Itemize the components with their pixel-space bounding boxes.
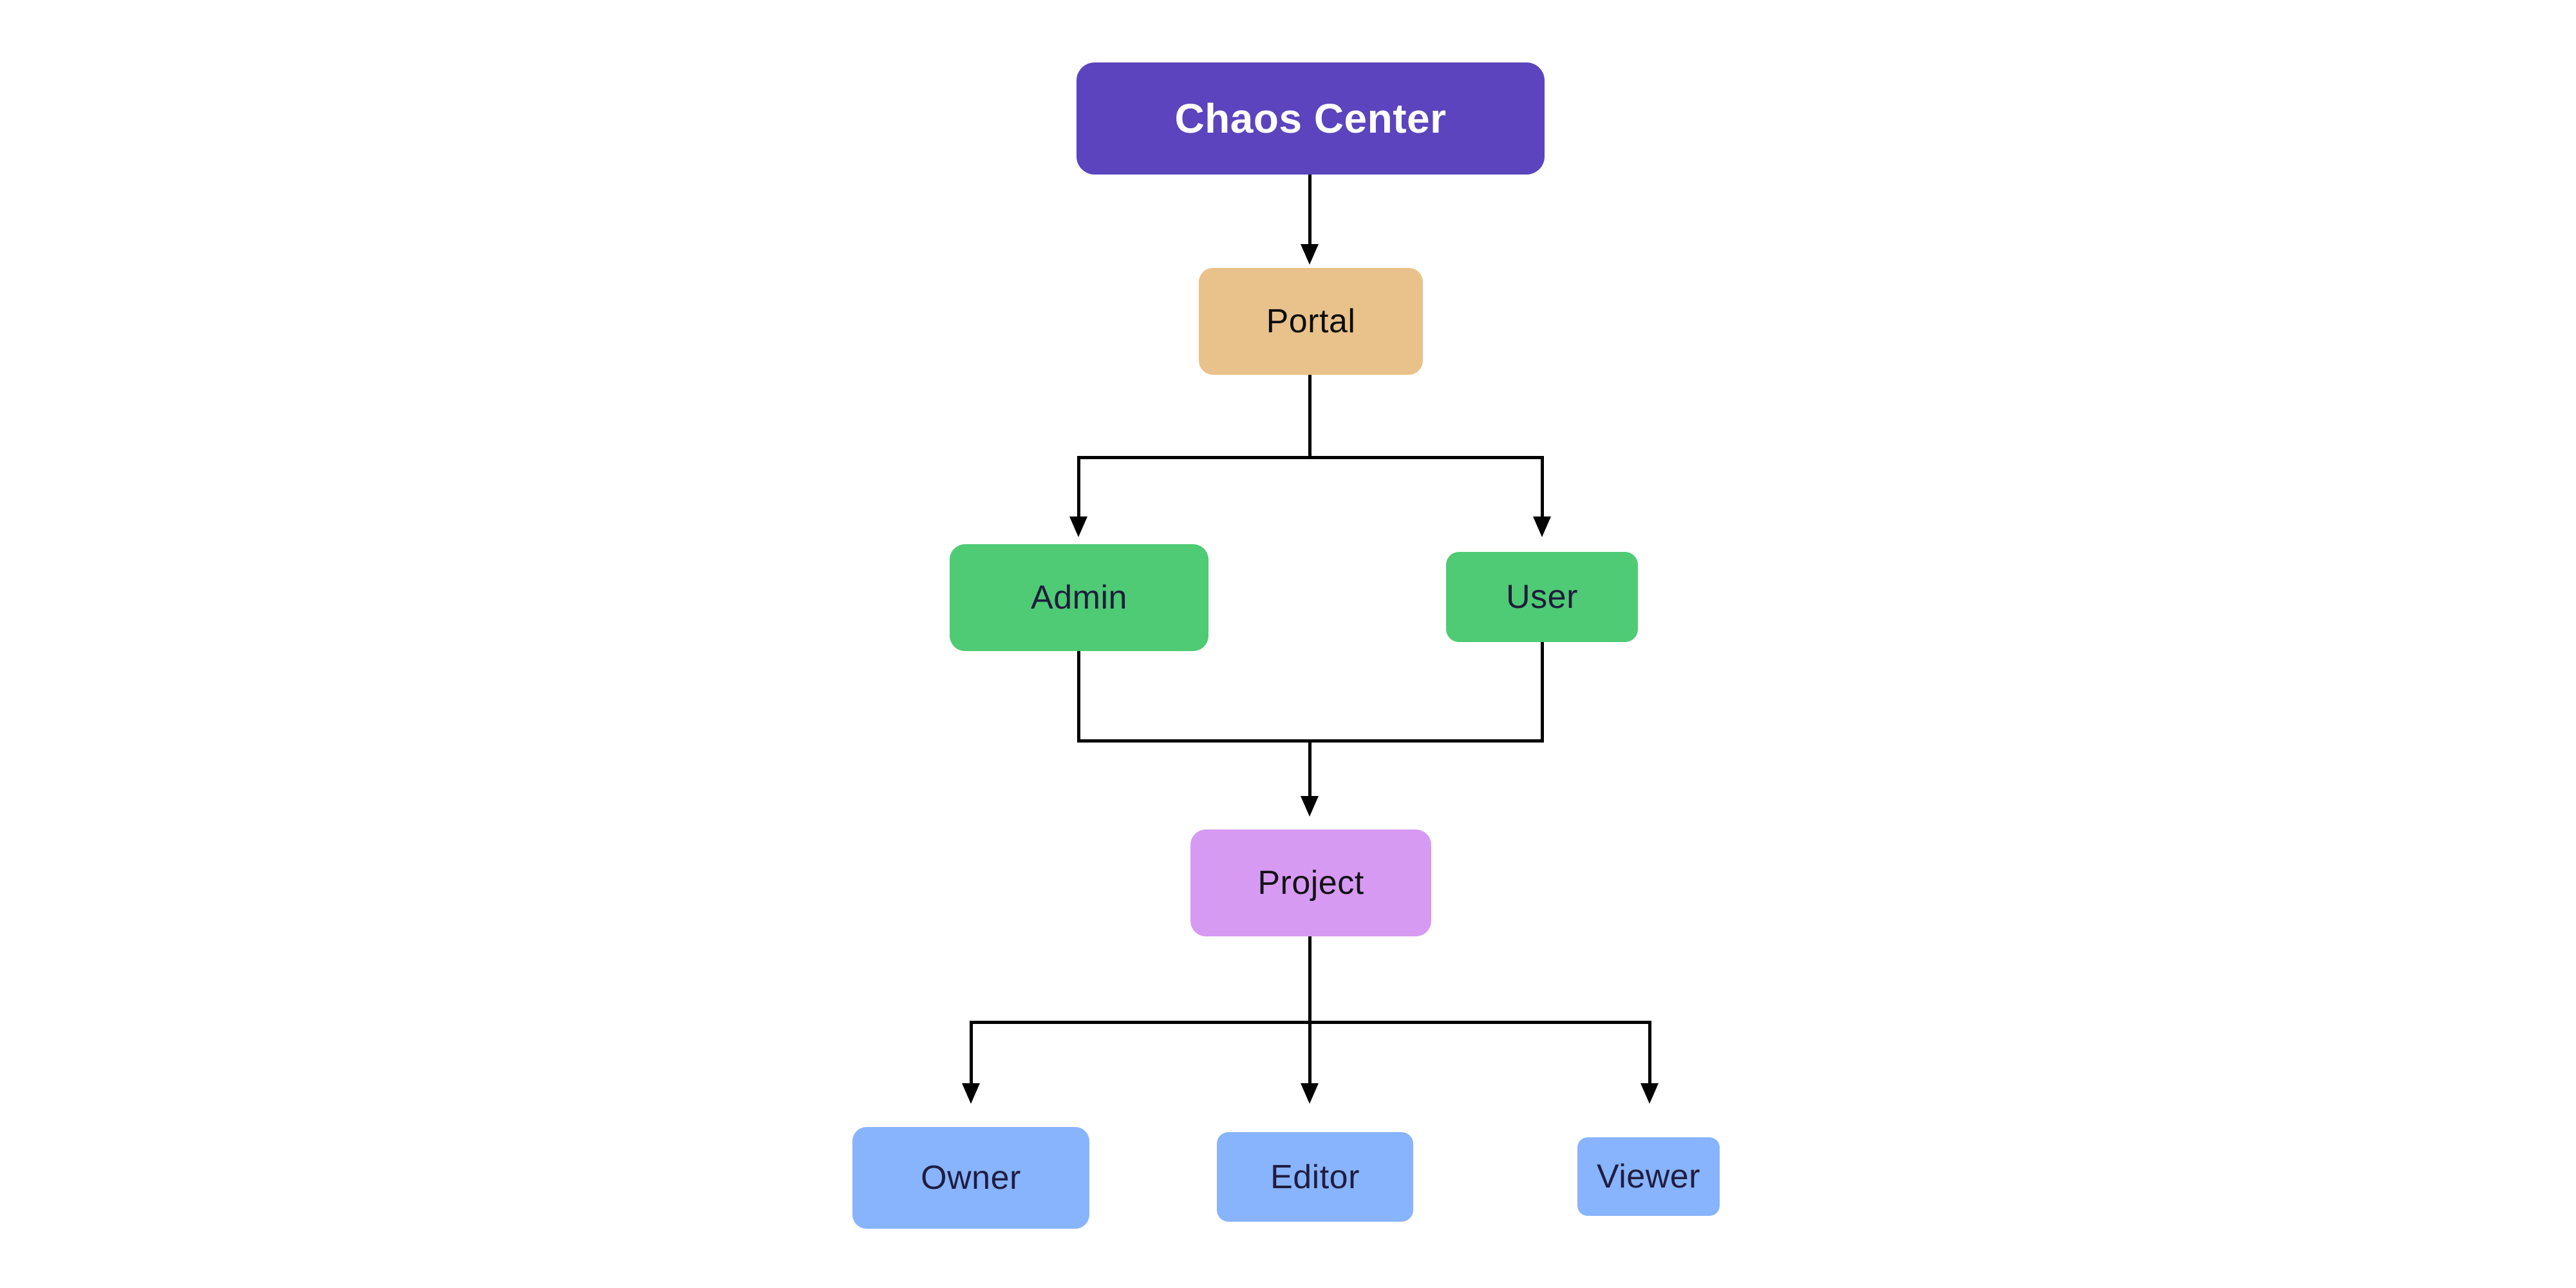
node-user-label: User [1506,578,1578,616]
node-admin: Admin [950,544,1208,651]
node-chaos-center-label: Chaos Center [1174,95,1447,142]
edge-portal-user-line [1541,456,1544,518]
edge-merge-line [1077,739,1544,743]
edge-merge-project-line [1308,743,1312,797]
node-editor-label: Editor [1270,1158,1360,1196]
node-owner: Owner [852,1127,1089,1229]
arrowhead-portal-icon [1301,244,1319,265]
arrowhead-user-icon [1533,516,1551,537]
edge-project-editor-line [1308,1024,1312,1084]
edge-chaos-portal-line [1308,175,1312,244]
node-project-label: Project [1257,864,1364,902]
node-owner-label: Owner [921,1159,1021,1197]
edge-project-branch-line [970,1021,1651,1024]
node-portal-label: Portal [1266,303,1356,340]
arrowhead-admin-icon [1069,516,1087,537]
node-chaos-center: Chaos Center [1076,62,1545,175]
edge-project-viewer-line [1648,1021,1651,1084]
arrowhead-owner-icon [962,1083,980,1104]
edge-user-down-line [1541,642,1544,743]
edge-project-owner-line [970,1021,973,1084]
edge-portal-admin-line [1077,456,1080,518]
node-portal: Portal [1199,268,1423,375]
edge-project-trunk-line [1308,936,1312,1024]
edge-portal-branch-line [1077,456,1544,459]
node-admin-label: Admin [1031,579,1127,616]
edge-admin-down-line [1077,651,1080,743]
arrowhead-project-icon [1301,796,1319,817]
node-viewer-label: Viewer [1596,1158,1700,1195]
node-editor: Editor [1217,1132,1413,1222]
node-viewer: Viewer [1577,1137,1720,1216]
arrowhead-viewer-icon [1641,1083,1659,1104]
edge-portal-trunk-line [1308,375,1312,459]
arrowhead-editor-icon [1301,1083,1319,1104]
node-user: User [1446,552,1638,642]
node-project: Project [1190,829,1431,936]
